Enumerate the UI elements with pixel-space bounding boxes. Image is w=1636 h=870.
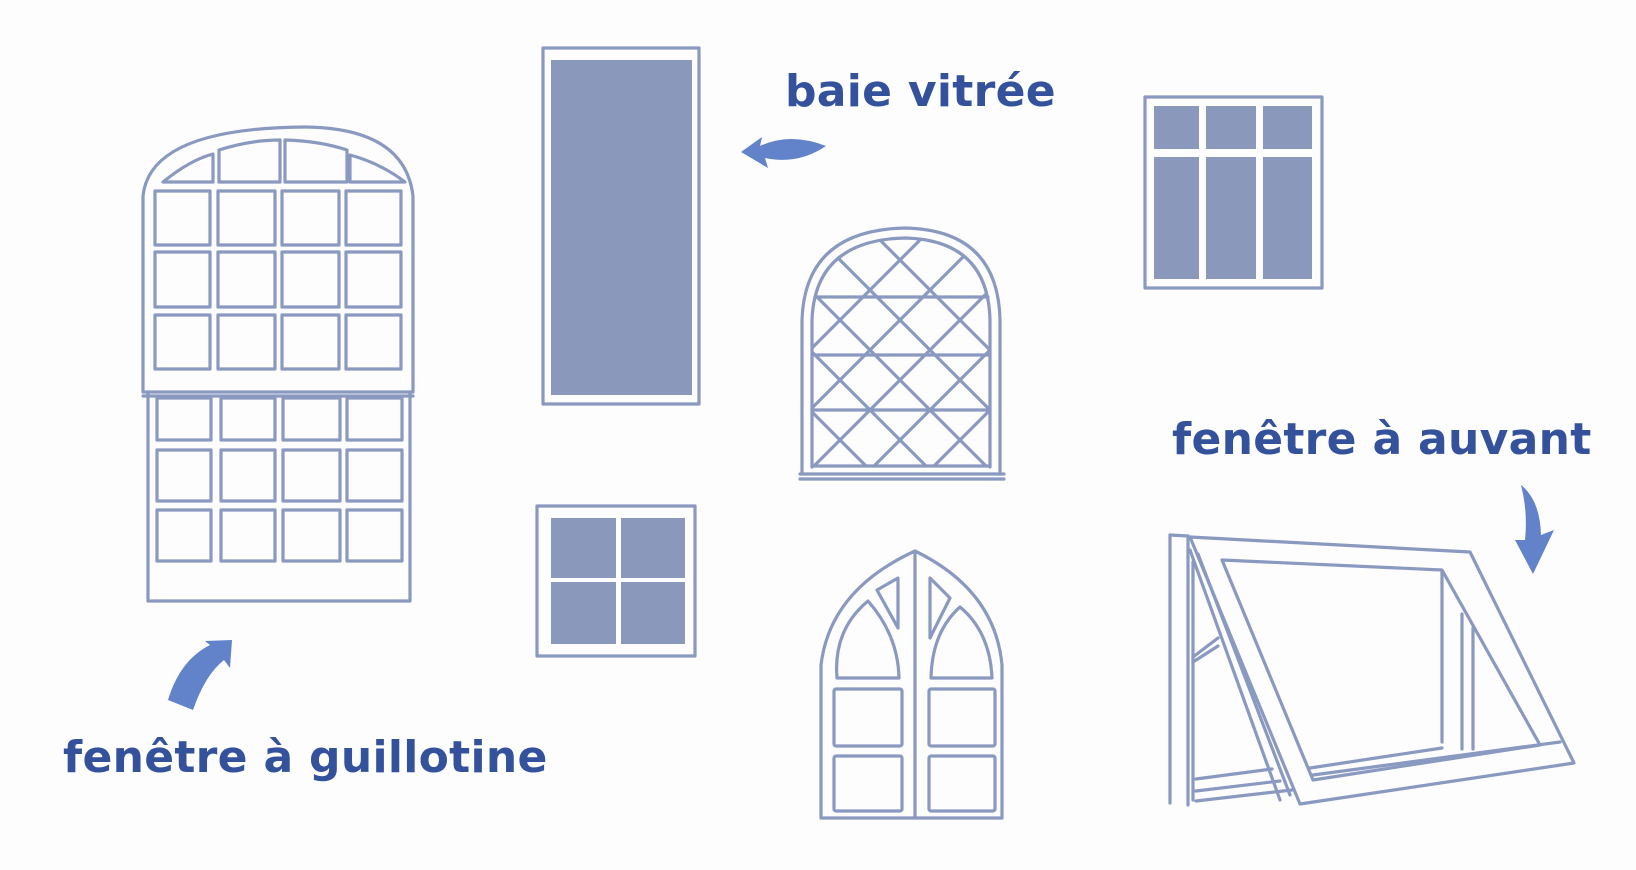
picture-window-illustration (541, 46, 701, 406)
picture-window-arrow-icon (741, 137, 826, 168)
awning-window-label: fenêtre à auvant (1172, 414, 1592, 465)
gothic-double-window-illustration (819, 549, 1004, 820)
sash-window-label: fenêtre à guillotine (63, 732, 548, 783)
sash-window-illustration (141, 125, 415, 603)
diamond-lattice-window-illustration (798, 226, 1006, 481)
six-pane-window-glass (1154, 106, 1312, 279)
four-pane-window-illustration (535, 504, 697, 658)
six-pane-window-illustration (1143, 95, 1324, 290)
picture-window-label: baie vitrée (785, 66, 1056, 117)
awning-window-illustration (1168, 533, 1576, 807)
sash-window-arrow-icon (168, 640, 232, 710)
four-pane-window-glass (551, 518, 685, 644)
awning-window-arrow-icon (1515, 485, 1554, 574)
picture-window-glass (551, 60, 692, 395)
